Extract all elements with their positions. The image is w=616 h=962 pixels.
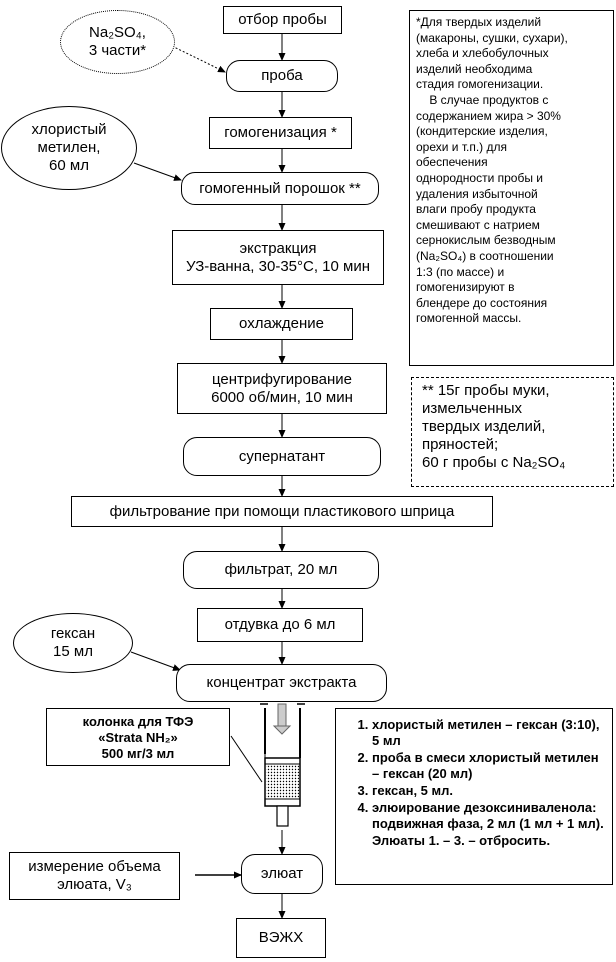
arrow-methylene-to-powder bbox=[133, 162, 182, 181]
step-volume-measure: измерение объема элюата, V₃ bbox=[9, 852, 180, 900]
reagent-na2so4: Na₂SO₄, 3 части* bbox=[60, 10, 175, 74]
column-label-pointer bbox=[230, 735, 263, 783]
step-hplc-label: ВЭЖХ bbox=[258, 929, 304, 946]
reagent-methylene-line-2: метилен, bbox=[37, 139, 101, 156]
reagent-hexane-line-2: 15 мл bbox=[53, 643, 93, 660]
elution-step-4: элюирование дезоксиниваленола: подвижная… bbox=[372, 800, 604, 832]
note-double-star-line-2: измельченных bbox=[422, 400, 522, 417]
step-sampling-label: отбор пробы bbox=[238, 11, 327, 28]
note-star-line-19: блендере до состояния bbox=[416, 295, 548, 310]
arrow-hexane-to-concentrate bbox=[130, 651, 181, 671]
step-eluate: элюат bbox=[241, 854, 323, 894]
step-filtrate-label: фильтрат, 20 мл bbox=[224, 561, 338, 578]
elution-steps-list: хлористый метилен – гексан (3:10), 5 мл … bbox=[336, 717, 604, 832]
column-label: колонка для ТФЭ «Strata NH₂» 500 мг/3 мл bbox=[46, 708, 230, 766]
note-homogenization: *Для твердых изделий (макароны, сушки, с… bbox=[409, 10, 614, 366]
note-star-line-18: гомогенизируют в bbox=[416, 280, 515, 295]
note-star-line-20: гомогенной массы. bbox=[416, 311, 522, 326]
reagent-na2so4-line-1: Na₂SO₄, bbox=[89, 24, 146, 41]
column-label-line-1: колонка для ТФЭ bbox=[82, 714, 194, 729]
note-star-line-5: стадия гомогенизации. bbox=[416, 77, 544, 92]
note-star-line-8: (кондитерские изделия, bbox=[416, 124, 548, 139]
note-star-line-6: В случае продуктов с bbox=[416, 92, 549, 107]
step-sample: проба bbox=[226, 60, 338, 92]
note-star-line-1: *Для твердых изделий bbox=[416, 15, 542, 29]
elution-steps-box: хлористый метилен – гексан (3:10), 5 мл … bbox=[335, 708, 613, 885]
step-homogeneous-powder-label: гомогенный порошок ** bbox=[199, 179, 361, 197]
note-star-line-2: (макароны, сушки, сухари), bbox=[416, 30, 568, 45]
step-sample-label: проба bbox=[261, 67, 303, 84]
step-cooling: охлаждение bbox=[210, 308, 353, 340]
note-star-line-9: орехи и т.п.) для bbox=[416, 139, 507, 154]
step-homogenization-label: гомогенизация * bbox=[224, 124, 337, 141]
note-sample-mass: ** 15г пробы муки, измельченных твердых … bbox=[411, 377, 614, 487]
note-star-line-4: изделий необходима bbox=[416, 61, 533, 76]
note-double-star-line-3: твердых изделий, bbox=[422, 418, 546, 435]
column-label-line-2: «Strata NH₂» bbox=[98, 730, 178, 745]
note-star-line-3: хлеба и хлебобулочных bbox=[416, 46, 549, 61]
reagent-hexane-line-1: гексан bbox=[50, 625, 96, 642]
elution-step-3: гексан, 5 мл. bbox=[372, 783, 604, 799]
step-supernatant: супернатант bbox=[183, 437, 381, 476]
elution-step-2: проба в смеси хлористый метилен – гексан… bbox=[372, 750, 604, 782]
step-extraction: экстракция УЗ-ванна, 30-35°C, 10 мин bbox=[172, 230, 384, 285]
reagent-methylene-chloride: хлористый метилен, 60 мл bbox=[1, 106, 137, 190]
note-star-line-17: 1:3 (по массе) и bbox=[416, 264, 505, 279]
step-filtrate: фильтрат, 20 мл bbox=[183, 551, 379, 589]
step-evaporation: отдувка до 6 мл bbox=[197, 608, 363, 642]
step-supernatant-label: супернатант bbox=[238, 447, 326, 465]
step-volume-measure-line-2: элюата, V₃ bbox=[57, 876, 132, 893]
spe-cartridge-icon bbox=[260, 703, 305, 827]
step-extraction-line-2: УЗ-ванна, 30-35°C, 10 мин bbox=[186, 257, 370, 275]
step-evaporation-label: отдувка до 6 мл bbox=[224, 616, 336, 633]
note-star-line-16: (Na₂SO₄) в соотношении bbox=[416, 248, 554, 263]
reagent-na2so4-line-2: 3 части* bbox=[88, 42, 147, 59]
step-extract-concentrate: концентрат экстракта bbox=[176, 664, 387, 702]
note-star-line-14: смешивают с натрием bbox=[416, 217, 540, 232]
note-star-line-7: содержанием жира > 30% bbox=[416, 108, 561, 123]
reagent-methylene-line-3: 60 мл bbox=[49, 157, 89, 174]
reagent-hexane: гексан 15 мл bbox=[13, 613, 133, 673]
step-filtration-label: фильтрование при помощи пластикового шпр… bbox=[109, 502, 455, 520]
note-double-star-line-5: 60 г пробы с Na₂SO₄ bbox=[422, 454, 566, 471]
note-star-line-10: обеспечения bbox=[416, 155, 488, 170]
step-extraction-line-1: экстракция bbox=[239, 239, 317, 257]
note-star-line-15: сернокислым безводным bbox=[416, 233, 556, 248]
step-volume-measure-line-1: измерение объема bbox=[28, 858, 161, 875]
elution-footer: Элюаты 1. – 3. – отбросить. bbox=[372, 833, 551, 848]
column-label-line-3: 500 мг/3 мл bbox=[101, 746, 175, 761]
arrow-na2so4-to-sample bbox=[171, 45, 226, 73]
step-extract-concentrate-label: концентрат экстракта bbox=[206, 674, 357, 691]
step-cooling-label: охлаждение bbox=[239, 315, 324, 332]
step-homogenization: гомогенизация * bbox=[209, 117, 352, 149]
note-star-line-13: влаги пробу продукта bbox=[416, 202, 536, 217]
step-homogeneous-powder: гомогенный порошок ** bbox=[181, 172, 379, 205]
elution-step-1: хлористый метилен – гексан (3:10), 5 мл bbox=[372, 717, 604, 749]
step-eluate-label: элюат bbox=[260, 865, 304, 882]
note-double-star-line-1: ** 15г пробы муки, bbox=[422, 382, 550, 399]
step-centrifugation-line-2: 6000 об/мин, 10 мин bbox=[211, 388, 353, 406]
step-hplc: ВЭЖХ bbox=[236, 918, 326, 958]
step-sampling: отбор пробы bbox=[223, 6, 342, 34]
step-centrifugation-line-1: центрифугирование bbox=[212, 370, 352, 388]
step-filtration: фильтрование при помощи пластикового шпр… bbox=[71, 496, 493, 527]
note-star-line-12: удаления избыточной bbox=[416, 186, 538, 201]
note-double-star-line-4: пряностей; bbox=[422, 436, 499, 453]
reagent-methylene-line-1: хлористый bbox=[31, 121, 107, 138]
note-star-line-11: однородности пробы и bbox=[416, 170, 544, 185]
step-centrifugation: центрифугирование 6000 об/мин, 10 мин bbox=[177, 363, 387, 414]
